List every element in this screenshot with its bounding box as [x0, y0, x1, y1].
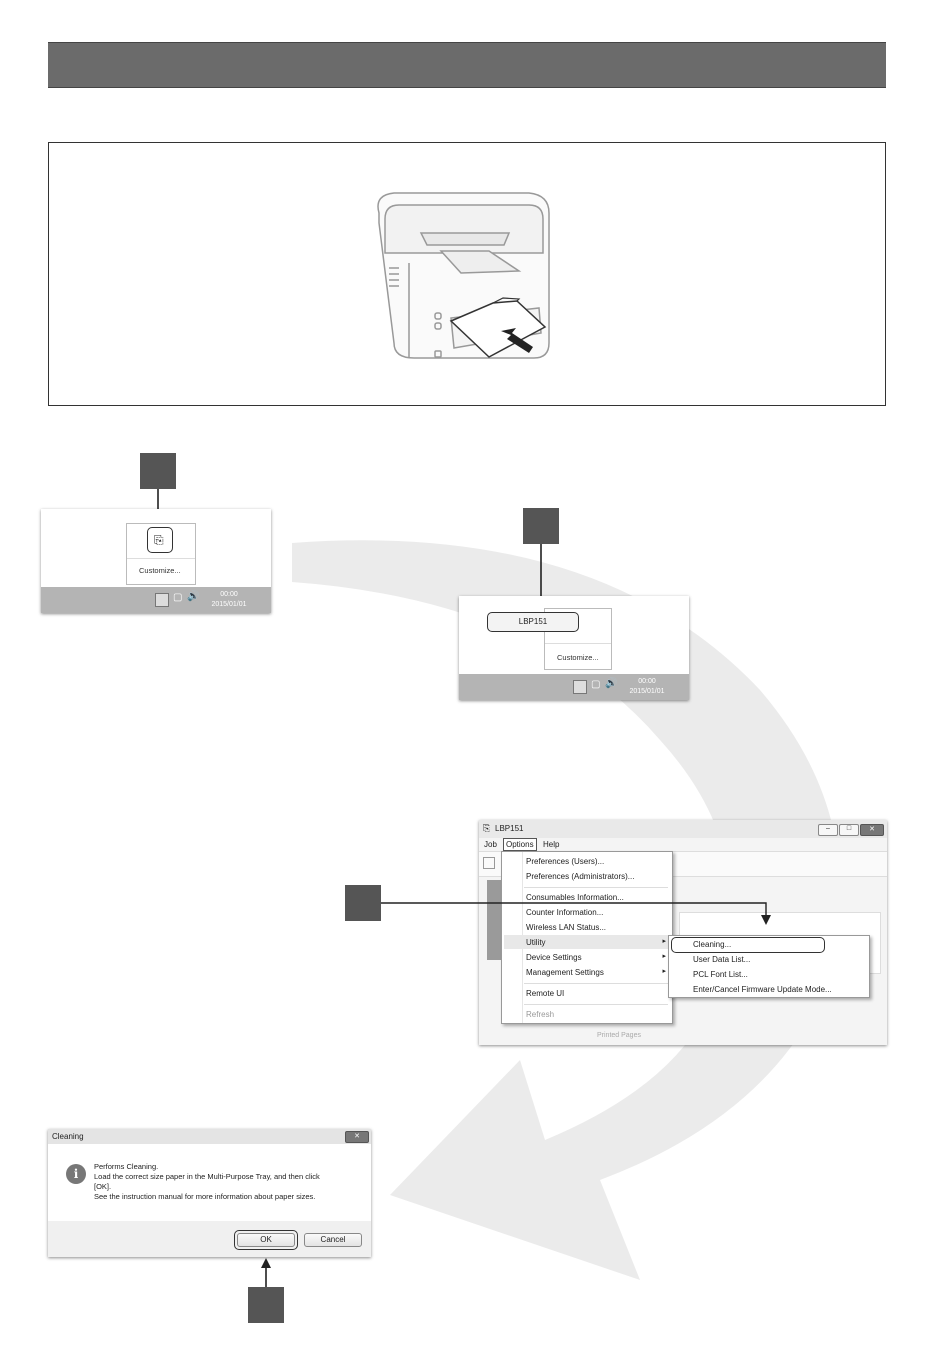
menu-help[interactable]: Help: [543, 840, 560, 849]
taskbar: ▢ 🔊 00:00 2015/01/01: [459, 674, 689, 700]
menu-item-wireless-lan[interactable]: Wireless LAN Status...: [526, 923, 607, 932]
minimize-button[interactable]: –: [818, 824, 838, 836]
step-marker-4: [248, 1287, 284, 1323]
step-marker-2: [523, 508, 559, 544]
step-marker-3: [345, 885, 381, 921]
network-icon[interactable]: ▢: [173, 592, 183, 603]
menu-job[interactable]: Job: [484, 840, 497, 849]
maximize-button[interactable]: □: [839, 824, 859, 836]
taskbar: ▢ 🔊 00:00 2015/01/01: [41, 587, 271, 613]
status-window-screenshot: ⎘ LBP151 – □ ✕ Job Options Help Printed …: [479, 820, 887, 1045]
cancel-button[interactable]: Cancel: [304, 1233, 362, 1247]
info-icon: i: [66, 1164, 86, 1184]
menu-options[interactable]: Options: [503, 838, 537, 851]
menu-item-refresh[interactable]: Refresh: [526, 1010, 555, 1019]
window-title: LBP151: [495, 824, 524, 833]
pointer-arrow: [261, 1258, 271, 1288]
menu-item-user-data-list[interactable]: User Data List...: [693, 955, 751, 964]
step2-taskbar-screenshot: Customize... LBP151 ▢ 🔊 00:00 2015/01/01: [459, 596, 689, 700]
menu-item-preferences-admins[interactable]: Preferences (Administrators)...: [526, 872, 635, 881]
highlight-box: [147, 527, 173, 553]
printer-illustration-box: [48, 142, 886, 406]
show-hidden-icons-button[interactable]: [155, 593, 169, 607]
dialog-message: Performs Cleaning. Load the correct size…: [94, 1162, 320, 1201]
menu-highlight: [504, 935, 670, 949]
window-titlebar: ⎘ LBP151 – □ ✕: [479, 820, 887, 839]
volume-icon[interactable]: 🔊: [605, 678, 618, 689]
show-hidden-icons-button[interactable]: [573, 680, 587, 694]
customize-link[interactable]: Customize...: [139, 566, 181, 575]
menu-item-counter[interactable]: Counter Information...: [526, 908, 604, 917]
menu-item-preferences-users[interactable]: Preferences (Users)...: [526, 857, 605, 866]
utility-submenu: Cleaning... User Data List... PCL Font L…: [668, 935, 870, 998]
menu-item-management-settings[interactable]: Management Settings: [526, 968, 604, 977]
printed-pages-label: Printed Pages: [597, 1032, 641, 1039]
clock[interactable]: 00:00 2015/01/01: [629, 678, 665, 695]
menu-item-pcl-font-list[interactable]: PCL Font List...: [693, 970, 748, 979]
section-header-bar: [48, 42, 886, 88]
tray-overflow-popup: ⎘ Customize...: [126, 523, 196, 585]
menu-item-device-settings[interactable]: Device Settings: [526, 953, 582, 962]
step-marker-1: [140, 453, 176, 489]
menu-item-consumables[interactable]: Consumables Information...: [526, 893, 624, 902]
step1-taskbar-screenshot: ⎘ Customize... ▢ 🔊 00:00 2015/01/01: [41, 509, 271, 613]
menubar: Job Options Help: [479, 838, 887, 851]
dialog-title: Cleaning: [52, 1132, 84, 1141]
printer-image: [487, 880, 501, 960]
printer-tooltip[interactable]: LBP151: [487, 612, 579, 632]
volume-icon[interactable]: 🔊: [187, 591, 200, 602]
toolbar-icon[interactable]: [483, 857, 495, 869]
pointer-arrow: [381, 902, 771, 925]
printer-illustration: [377, 192, 550, 359]
menu-item-utility[interactable]: Utility: [526, 938, 546, 947]
printer-tray-icon[interactable]: ⎘: [154, 533, 164, 547]
cleaning-dialog-screenshot: Cleaning ✕ i Performs Cleaning. Load the…: [48, 1129, 371, 1257]
menu-item-firmware-update[interactable]: Enter/Cancel Firmware Update Mode...: [693, 985, 832, 994]
options-menu: Preferences (Users)... Preferences (Admi…: [501, 851, 673, 1024]
submenu-arrow-icon: ▸: [662, 938, 666, 945]
ok-button[interactable]: OK: [237, 1233, 295, 1247]
menu-item-remote-ui[interactable]: Remote UI: [526, 989, 565, 998]
highlight-box: [671, 937, 825, 953]
dialog-titlebar: Cleaning ✕: [48, 1129, 371, 1145]
network-icon[interactable]: ▢: [591, 679, 601, 690]
printer-app-icon: ⎘: [483, 823, 491, 833]
dialog-body: i Performs Cleaning. Load the correct si…: [48, 1144, 371, 1221]
customize-link[interactable]: Customize...: [557, 653, 599, 662]
clock[interactable]: 00:00 2015/01/01: [211, 591, 247, 608]
submenu-arrow-icon: ▸: [662, 953, 666, 960]
submenu-arrow-icon: ▸: [662, 968, 666, 975]
menu-item-cleaning[interactable]: Cleaning...: [693, 940, 732, 949]
highlight-box: [234, 1230, 298, 1250]
close-button[interactable]: ✕: [860, 824, 884, 836]
close-button[interactable]: ✕: [345, 1131, 369, 1143]
